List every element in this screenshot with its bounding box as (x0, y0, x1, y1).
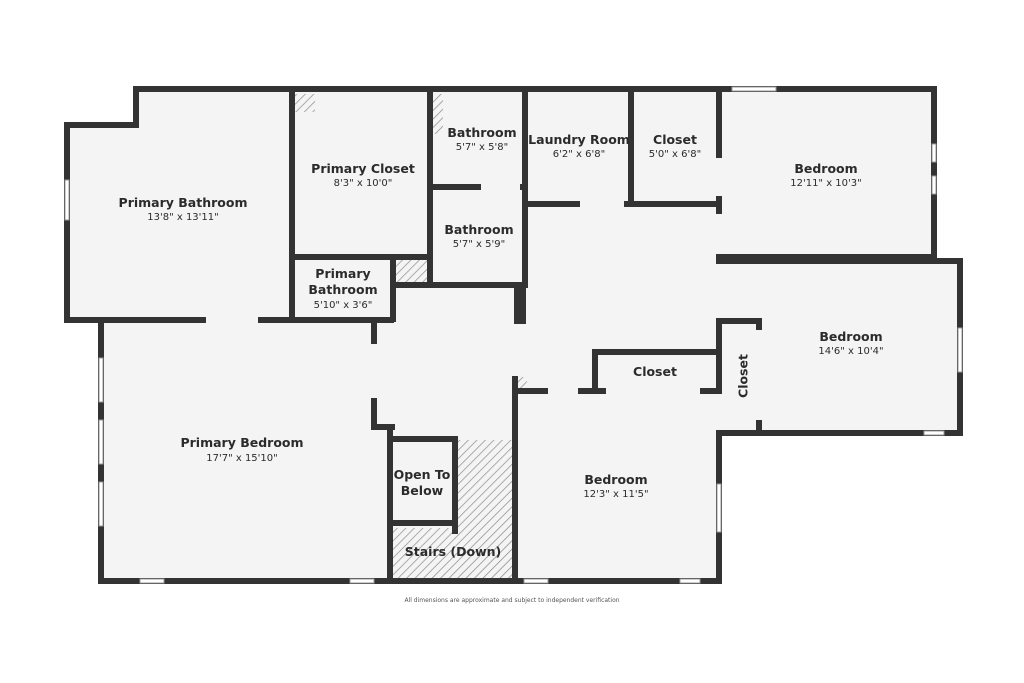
room-bedroom-2: Bedroom 14'6" x 10'4" (818, 329, 883, 357)
room-bathroom-1: Bathroom 5'7" x 5'8" (447, 125, 516, 153)
room-dims: 8'3" x 10'0" (334, 178, 393, 189)
room-primary-bathroom: Primary Bathroom 13'8" x 13'11" (119, 195, 248, 223)
room-dims: 17'7" x 15'10" (206, 453, 278, 464)
room-name: Laundry Room (528, 132, 630, 147)
room-name-line2: Below (401, 483, 444, 498)
room-closet-1: Closet 5'0" x 6'8" (649, 132, 701, 160)
room-dims: 14'6" x 10'4" (818, 346, 883, 357)
room-dims: 5'7" x 5'9" (453, 239, 505, 250)
room-closet-2: Closet (736, 354, 751, 398)
room-name: Primary Closet (311, 161, 415, 176)
room-name-line1: Open To (394, 467, 451, 482)
room-dims: 12'3" x 11'5" (583, 489, 648, 500)
room-dims: 5'7" x 5'8" (456, 142, 508, 153)
room-laundry: Laundry Room 6'2" x 6'8" (528, 132, 630, 160)
windows (64, 86, 963, 584)
room-name: Primary Bedroom (180, 435, 303, 450)
room-name: Primary Bathroom (119, 195, 248, 210)
room-name: Closet (653, 132, 697, 147)
room-name: Bathroom (447, 125, 516, 140)
footer-note: All dimensions are approximate and subje… (404, 597, 620, 604)
room-stairs: Stairs (Down) (405, 544, 502, 559)
room-primary-bathroom-2: Primary Bathroom 5'10" x 3'6" (308, 266, 377, 311)
room-name: Bedroom (584, 472, 647, 487)
room-bedroom-1: Bedroom 12'11" x 10'3" (790, 161, 862, 189)
room-closet-3: Closet (633, 364, 677, 379)
room-name: Closet (633, 364, 677, 379)
room-open-to-below: Open To Below (394, 467, 451, 498)
room-dims: 6'2" x 6'8" (553, 149, 605, 160)
room-dims: 12'11" x 10'3" (790, 178, 862, 189)
room-name: Closet (736, 354, 751, 398)
room-name: Bathroom (444, 222, 513, 237)
walls (64, 86, 963, 584)
room-primary-closet: Primary Closet 8'3" x 10'0" (311, 161, 415, 189)
floor-area (64, 88, 962, 582)
room-bedroom-3: Bedroom 12'3" x 11'5" (583, 472, 648, 500)
room-dims: 5'10" x 3'6" (314, 300, 373, 311)
room-primary-bedroom: Primary Bedroom 17'7" x 15'10" (180, 435, 303, 464)
room-name: Bedroom (819, 329, 882, 344)
room-dims: 13'8" x 13'11" (147, 212, 219, 223)
room-dims: 5'0" x 6'8" (649, 149, 701, 160)
room-name: Stairs (Down) (405, 544, 502, 559)
room-name-line2: Bathroom (308, 282, 377, 297)
room-name-line1: Primary (315, 266, 370, 281)
room-bathroom-2: Bathroom 5'7" x 5'9" (444, 222, 513, 250)
room-name: Bedroom (794, 161, 857, 176)
